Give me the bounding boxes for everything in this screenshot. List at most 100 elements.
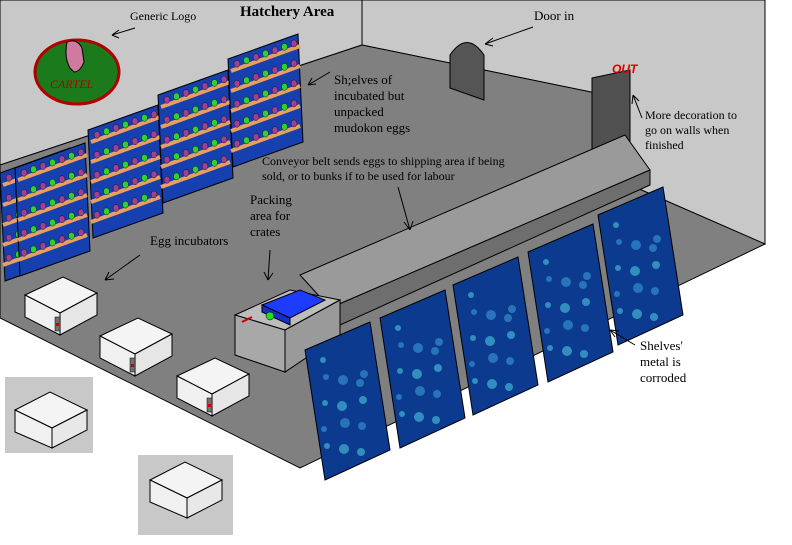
egg [163, 156, 171, 164]
egg [49, 238, 56, 247]
egg [103, 127, 110, 136]
corrosion-spot [413, 343, 423, 353]
shelf-rack [160, 80, 231, 109]
egg [163, 116, 171, 124]
egg [220, 75, 228, 84]
egg [68, 192, 75, 200]
egg [58, 195, 66, 203]
egg [252, 73, 260, 81]
egg [281, 123, 288, 131]
egg [173, 92, 180, 101]
egg [290, 99, 298, 108]
corrosion-spot [561, 277, 571, 287]
corrosion-spot [616, 239, 622, 245]
egg [271, 66, 279, 74]
corrosion-spot [358, 422, 366, 430]
egg [141, 194, 148, 202]
egg [150, 130, 158, 139]
egg [103, 207, 110, 216]
shelf-panel [597, 186, 684, 346]
egg [93, 191, 101, 199]
corroded-note: Shelves' metal is corroded [640, 338, 686, 386]
egg [39, 242, 47, 250]
egg [262, 69, 269, 78]
egg [5, 174, 13, 182]
egg [262, 109, 269, 118]
shelf-panel [304, 321, 391, 481]
egg [77, 148, 85, 157]
egg [58, 175, 66, 183]
egg [77, 168, 85, 177]
corrosion-spot [579, 281, 587, 289]
corrosion-spot [614, 291, 620, 297]
egg [220, 155, 228, 164]
egg [93, 151, 101, 159]
egg [182, 109, 190, 117]
egg [58, 215, 66, 223]
decoration-line: More decoration to [645, 108, 737, 122]
packing-line: Packing [250, 192, 292, 207]
egg [30, 185, 37, 194]
egg [68, 152, 75, 160]
egg [131, 117, 139, 125]
egg-shelf [87, 104, 164, 239]
shelf-rack [17, 233, 88, 262]
egg [30, 245, 37, 254]
shelves-eggs-line: Sh;elves of [334, 72, 393, 87]
egg [233, 100, 241, 108]
corrosion-spot [337, 401, 347, 411]
corroded-shelf [452, 256, 539, 416]
egg [252, 53, 260, 61]
corrosion-spot [582, 298, 590, 306]
egg [5, 214, 13, 222]
egg-shelf [157, 69, 234, 204]
corrosion-spot [508, 305, 516, 313]
egg [173, 172, 180, 181]
corrosion-spot [504, 314, 512, 322]
logo-caption: Generic Logo [130, 9, 197, 23]
egg [173, 152, 180, 161]
egg [103, 167, 110, 176]
corrosion-spot [415, 386, 425, 396]
shelves-eggs-note: Sh;elves of incubated but unpacked mudok… [334, 72, 410, 136]
shelf-rack [90, 135, 161, 164]
egg [220, 95, 228, 104]
egg [243, 56, 250, 65]
corrosion-spot [560, 303, 570, 313]
egg [182, 169, 190, 177]
shelves-eggs-line: unpacked [334, 104, 384, 119]
egg [211, 119, 218, 127]
egg [122, 200, 129, 209]
corrosion-spot [544, 328, 550, 334]
egg [20, 229, 28, 237]
egg [122, 140, 129, 149]
corrosion-spot [431, 347, 439, 355]
shelf-rack [160, 120, 231, 149]
corroded-shelves-right [304, 186, 684, 481]
corrosion-spot [471, 309, 477, 315]
corrosion-spot [547, 345, 553, 351]
egg [68, 232, 75, 240]
arrow-icon [104, 26, 643, 346]
egg [163, 176, 171, 184]
corrosion-spot [396, 394, 402, 400]
egg [201, 162, 209, 170]
egg-shelves-left [0, 33, 304, 282]
corrosion-spot [359, 396, 367, 404]
egg-shelf [14, 142, 91, 277]
egg [182, 89, 190, 97]
egg [220, 115, 228, 124]
corrosion-spot [322, 400, 328, 406]
egg [77, 188, 85, 197]
shelf-rack [230, 84, 301, 113]
egg [77, 228, 85, 237]
corrosion-spot [324, 443, 330, 449]
egg [192, 85, 199, 94]
incubator-light [208, 404, 211, 407]
egg [262, 49, 269, 58]
egg [271, 106, 279, 114]
shelf-rack [17, 153, 88, 182]
shelf-panel [452, 256, 539, 416]
